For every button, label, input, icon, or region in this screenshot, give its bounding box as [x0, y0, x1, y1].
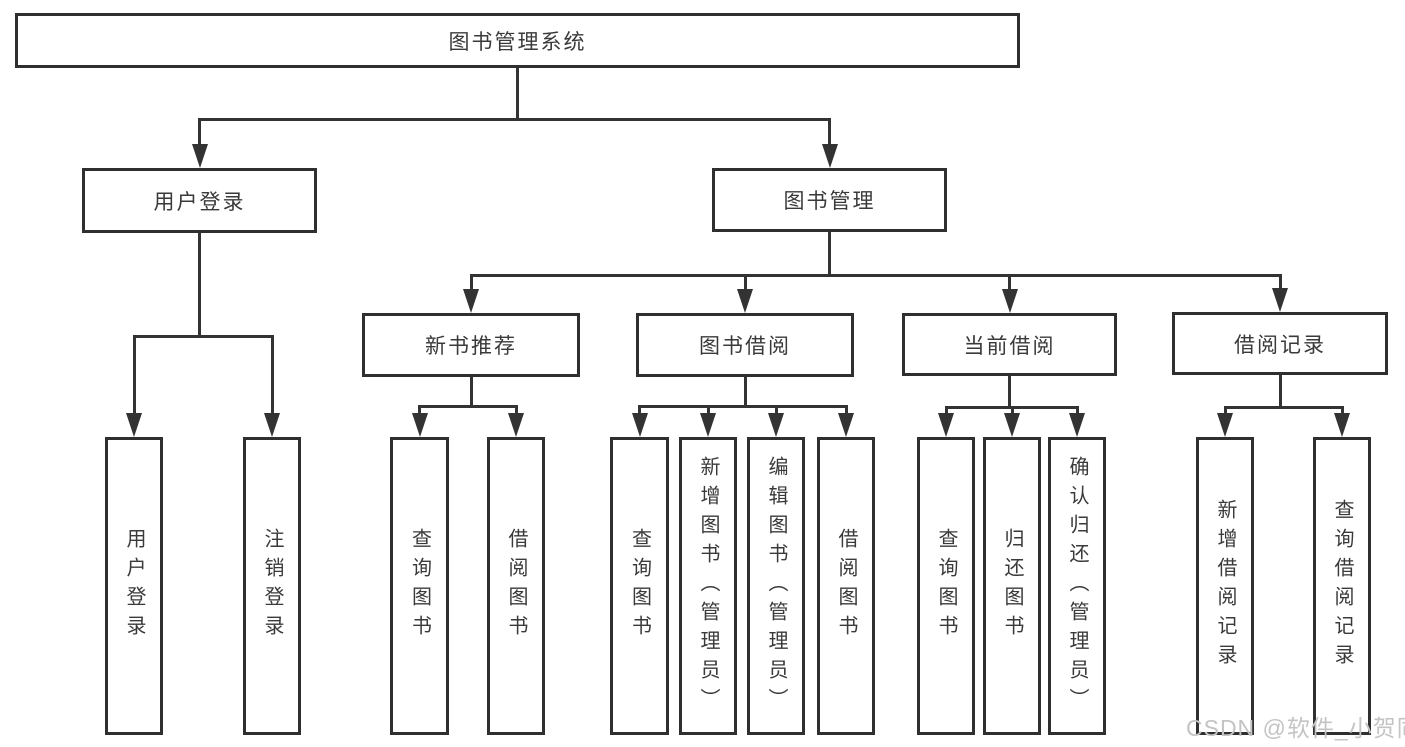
node-label: 归还图书	[1001, 528, 1023, 644]
node-label: 当前借阅	[963, 334, 1056, 358]
connector-stem	[944, 406, 948, 414]
arrow-down-icon	[1334, 413, 1350, 437]
arrow-down-icon	[411, 413, 428, 437]
node-leaf-nbr-borrow: 借阅图书	[487, 437, 545, 735]
node-leaf-cb-query: 查询图书	[917, 437, 975, 735]
arrow-down-icon	[1272, 288, 1288, 312]
arrow-down-icon	[508, 413, 524, 437]
node-label: 新增图书（管理员）	[697, 455, 719, 717]
arrow-down-icon	[1001, 289, 1018, 313]
arrow-down-icon	[838, 413, 854, 437]
connector-stem	[1278, 274, 1282, 289]
arrow-down-icon	[1004, 413, 1020, 437]
arrow-down-icon	[463, 289, 479, 313]
node-user-login: 用户登录	[82, 168, 317, 233]
node-book-mgmt: 图书管理	[712, 168, 947, 232]
connector-stem	[270, 335, 274, 414]
arrow-down-icon	[768, 413, 784, 437]
connector-branch	[132, 335, 274, 338]
node-leaf-bb-query: 查询图书	[610, 437, 669, 735]
arrow-down-icon	[191, 144, 208, 168]
connector-stub	[198, 233, 201, 338]
node-leaf-br-add: 新增借阅记录	[1196, 437, 1254, 735]
connector-stem	[469, 274, 473, 290]
node-leaf-bb-add: 新增图书（管理员）	[679, 437, 737, 735]
node-leaf-bb-edit: 编辑图书（管理员）	[747, 437, 805, 735]
arrow-down-icon	[264, 413, 280, 437]
connector-stem	[1075, 406, 1079, 414]
node-book-borrow: 图书借阅	[636, 313, 854, 377]
connector-stem	[132, 335, 136, 414]
node-current-borrow: 当前借阅	[902, 313, 1117, 376]
connector-stem	[743, 274, 747, 290]
connector-stem	[1223, 406, 1227, 414]
connector-stem	[774, 405, 778, 414]
node-leaf-bb-borrow: 借阅图书	[817, 437, 875, 735]
node-label: 新增借阅记录	[1214, 499, 1236, 673]
node-label: 图书借阅	[699, 335, 791, 358]
connector-branch	[1223, 406, 1344, 409]
arrow-down-icon	[1217, 413, 1233, 437]
node-label: 注销登录	[261, 528, 283, 644]
connector-stem	[706, 405, 710, 414]
node-root: 图书管理系统	[15, 13, 1020, 68]
connector-branch	[638, 405, 848, 408]
node-label: 查询图书	[935, 528, 957, 644]
arrow-down-icon	[126, 413, 142, 437]
arrow-down-icon	[737, 289, 753, 313]
node-label: 确认归还（管理员）	[1066, 455, 1088, 717]
connector-stem	[198, 118, 201, 145]
connector-branch	[469, 274, 1282, 277]
connector-stub	[469, 377, 473, 408]
node-label: 借阅图书	[835, 528, 857, 644]
arrow-down-icon	[938, 413, 954, 437]
connector-stem	[514, 405, 518, 414]
node-leaf-cb-return: 归还图书	[983, 437, 1041, 735]
node-label: 用户登录	[123, 528, 145, 644]
node-label: 图书管理	[783, 190, 876, 213]
node-label: 用户登录	[153, 190, 246, 214]
connector-stub	[1008, 376, 1011, 409]
connector-stem	[844, 405, 848, 414]
connector-branch	[418, 405, 518, 408]
connector-branch	[198, 118, 831, 121]
node-label: 编辑图书（管理员）	[765, 455, 787, 717]
connector-stem	[1010, 406, 1014, 414]
connector-stem	[418, 405, 421, 414]
node-label: 借阅记录	[1234, 333, 1326, 357]
arrow-down-icon	[1069, 413, 1085, 437]
watermark: CSDN @软件_小贺同学	[1186, 715, 1405, 741]
node-leaf-cb-confirm: 确认归还（管理员）	[1048, 437, 1106, 735]
connector-stub	[828, 232, 831, 277]
node-borrow-records: 借阅记录	[1172, 312, 1388, 375]
connector-stub	[1278, 375, 1282, 409]
connector-stem	[828, 118, 831, 145]
node-label: 查询借阅记录	[1331, 499, 1353, 673]
arrow-down-icon	[821, 144, 838, 168]
node-leaf-br-query: 查询借阅记录	[1313, 437, 1371, 735]
node-leaf-logout: 注销登录	[243, 437, 301, 735]
arrow-down-icon	[700, 413, 716, 437]
node-label: 查询图书	[408, 528, 431, 644]
connector-stem	[1008, 274, 1011, 290]
node-label: 查询图书	[628, 528, 651, 644]
node-label: 新书推荐	[425, 335, 517, 358]
node-leaf-nbr-query: 查询图书	[390, 437, 449, 735]
connector-stub	[516, 68, 519, 121]
connector-stub	[743, 377, 747, 408]
arrow-down-icon	[631, 413, 648, 437]
connector-stem	[638, 405, 641, 414]
node-new-book-rec: 新书推荐	[362, 313, 580, 377]
node-leaf-user-login: 用户登录	[105, 437, 163, 735]
node-label: 图书管理系统	[448, 30, 587, 54]
connector-stem	[1340, 406, 1344, 414]
node-label: 借阅图书	[505, 528, 527, 644]
